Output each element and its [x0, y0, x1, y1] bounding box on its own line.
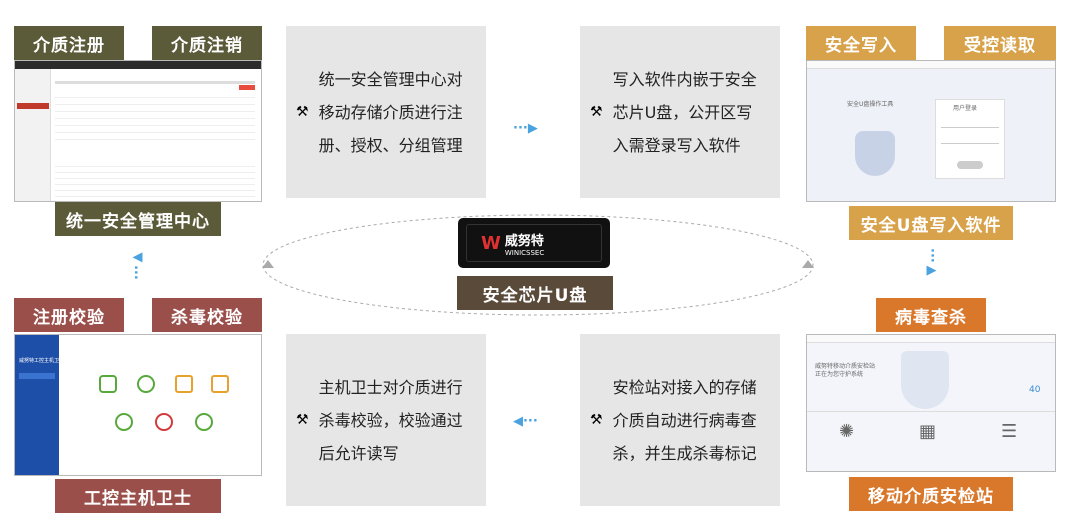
- tool-icon: ⚒: [590, 412, 603, 428]
- writer-software-screenshot: 安全U盘操作工具 用户登录: [806, 60, 1056, 202]
- tag-management-center: 统一安全管理中心: [55, 202, 221, 236]
- station-score: 40: [1029, 385, 1041, 395]
- tag-register-check: 注册校验: [14, 298, 124, 332]
- box1-line3: 册、授权、分组管理: [318, 135, 463, 155]
- guard-header: 威努特工控主机卫士: [19, 358, 65, 364]
- arrow-up-icon: ···▶: [130, 250, 145, 280]
- tag-security-station: 移动介质安检站: [849, 477, 1013, 511]
- box4-line1: 安检站对接入的存储: [612, 377, 757, 397]
- station-line2: 正在为您守护系统: [815, 371, 864, 378]
- box2-line2: 芯片U盘，公开区写: [612, 102, 753, 122]
- tag-controlled-read: 受控读取: [944, 26, 1056, 60]
- brand-cn: 威努特: [504, 233, 544, 249]
- box4-line3: 杀，并生成杀毒标记: [612, 443, 757, 463]
- shield-icon: [855, 131, 895, 176]
- tag-virus-scan: 病毒查杀: [876, 298, 986, 332]
- tag-secure-write: 安全写入: [806, 26, 916, 60]
- tool-icon: ⚒: [296, 412, 309, 428]
- arrow-right-icon: ···▶: [513, 121, 538, 136]
- description-box-management: ⚒ 统一安全管理中心对 移动存储介质进行注 册、授权、分组管理: [286, 26, 486, 198]
- description-box-station: ⚒ 安检站对接入的存储 介质自动进行病毒查 杀，并生成杀毒标记: [580, 334, 780, 506]
- brand-en: WINICSSEC: [504, 248, 545, 257]
- target-icon: [901, 351, 949, 409]
- lock-icon: [175, 375, 193, 393]
- grid-icon: ▦: [919, 421, 937, 442]
- brand-logo-icon: W: [481, 232, 501, 254]
- box3-line2: 杀毒校验，校验通过: [318, 410, 463, 430]
- module-icon: [99, 375, 117, 393]
- tool-icon: ⚒: [296, 104, 309, 120]
- scan-icon: ✺: [839, 421, 855, 442]
- cycle-ellipse: [262, 214, 814, 316]
- tag-host-guard: 工控主机卫士: [55, 479, 221, 513]
- secure-usb-device: W 威努特 WINICSSEC: [458, 218, 610, 268]
- box2-line1: 写入软件内嵌于安全: [612, 69, 757, 89]
- description-box-host-guard: ⚒ 主机卫士对介质进行 杀毒校验，校验通过 后允许读写: [286, 334, 486, 506]
- tag-deregister: 介质注销: [152, 26, 262, 60]
- arrow-down-icon: ···▶: [924, 248, 939, 278]
- box2-line3: 入需登录写入软件: [612, 135, 741, 155]
- module-icon: [195, 413, 213, 431]
- list-icon: ☰: [1001, 421, 1018, 442]
- station-line1: 威努特移动介质安检站: [815, 363, 876, 370]
- description-box-writer: ⚒ 写入软件内嵌于安全 芯片U盘，公开区写 入需登录写入软件: [580, 26, 780, 198]
- module-icon: [155, 413, 173, 431]
- security-station-screenshot: 威努特移动介质安检站 正在为您守护系统 40 ✺ ▦ ☰: [806, 334, 1056, 472]
- host-guard-screenshot: 威努特工控主机卫士: [14, 334, 262, 476]
- writer-title: 安全U盘操作工具: [847, 101, 894, 108]
- tag-writer-software: 安全U盘写入软件: [849, 206, 1013, 240]
- module-icon: [137, 375, 155, 393]
- box3-line3: 后允许读写: [318, 443, 399, 463]
- tool-icon: ⚒: [590, 104, 603, 120]
- module-icon: [115, 413, 133, 431]
- box1-line2: 移动存储介质进行注: [318, 102, 463, 122]
- box4-line2: 介质自动进行病毒查: [612, 410, 757, 430]
- arrow-left-icon: ◀···: [513, 414, 538, 429]
- box3-line1: 主机卫士对介质进行: [318, 377, 463, 397]
- tag-secure-usb: 安全芯片U盘: [457, 276, 613, 310]
- tag-register: 介质注册: [14, 26, 124, 60]
- tag-av-check: 杀毒校验: [152, 298, 262, 332]
- box1-line1: 统一安全管理中心对: [318, 69, 463, 89]
- module-icon: [211, 375, 229, 393]
- writer-login-title: 用户登录: [953, 105, 978, 112]
- management-center-screenshot: [14, 60, 262, 202]
